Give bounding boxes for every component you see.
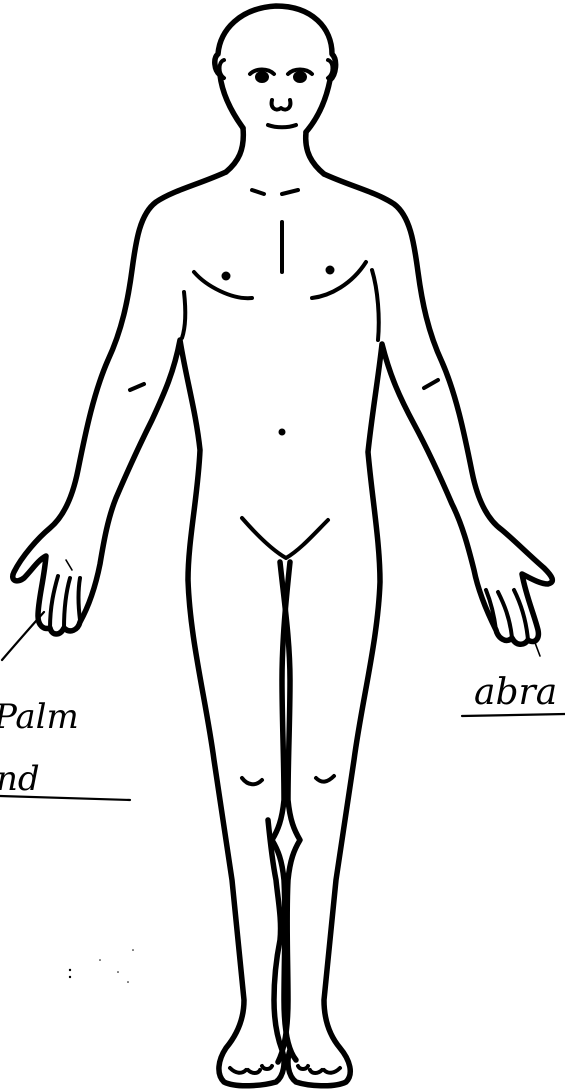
navel (279, 429, 286, 436)
right-foot (298, 1066, 340, 1073)
right-annotation-text: abra (474, 672, 557, 713)
groin (242, 518, 328, 558)
right-annotation-underline (462, 714, 565, 716)
left-annotation-pointer (2, 612, 44, 660)
left-knee (242, 778, 262, 784)
right-nipple (326, 266, 335, 275)
neck (226, 128, 324, 272)
left-hand-fingers (50, 560, 80, 628)
body-outline-left (13, 172, 284, 1086)
left-nipple (222, 272, 231, 281)
left-elbow (130, 384, 144, 390)
left-foot (230, 1066, 272, 1073)
head (215, 6, 336, 132)
left-annotation-line2: nd (0, 759, 40, 799)
right-knee (316, 776, 334, 782)
left-eye (255, 71, 269, 83)
scan-speckles (69, 949, 134, 983)
mouth (268, 125, 296, 127)
left-armpit (182, 292, 185, 338)
torso-details (182, 262, 379, 558)
neck-right (306, 132, 324, 174)
collarbone-left (252, 190, 264, 194)
right-elbow (424, 380, 438, 388)
right-eye (293, 71, 307, 83)
collarbone-right (282, 190, 298, 194)
right-ear (328, 60, 333, 78)
nose (272, 100, 291, 110)
head-outline (215, 6, 336, 132)
right-pectoral (312, 262, 366, 298)
left-ear (220, 60, 225, 78)
right-hand-fingers (486, 590, 528, 640)
right-armpit (372, 270, 379, 340)
left-annotation-line1: Palm (0, 697, 79, 737)
neck-left (226, 128, 243, 172)
